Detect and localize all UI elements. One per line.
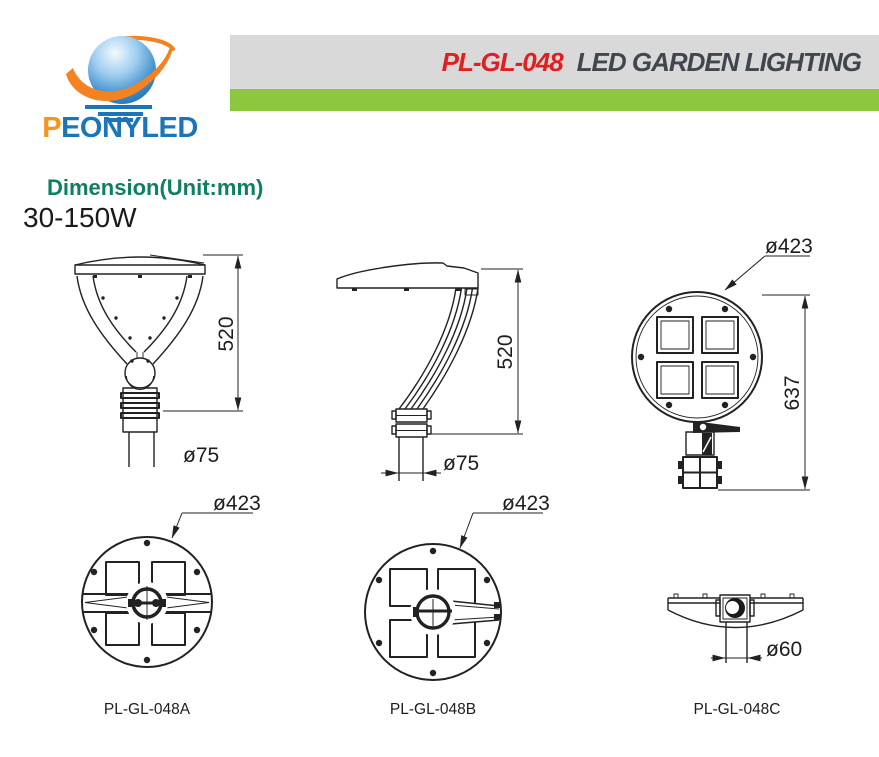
dim-b-height-value: 520: [494, 334, 517, 369]
logo-globe-icon: [66, 35, 175, 122]
lamp-a-bottom-dots: [90, 539, 201, 664]
leader-b-diameter: [459, 512, 543, 549]
lamp-c-screw-dots: [637, 305, 757, 409]
lamp-c-mount-highlight: [702, 436, 712, 453]
logo-brand-text: PEONYLED: [40, 112, 200, 145]
lamp-b-bottom-outline: [364, 543, 502, 681]
drawing-side-view-a: 520 ø75: [74, 254, 243, 467]
drawing-side-view-b: 520 ø75: [336, 262, 523, 481]
lamp-b-hub-detail: [413, 599, 452, 626]
dim-a-diameter-value: ø423: [213, 492, 261, 515]
dim-c-height-value: 637: [781, 375, 804, 410]
dim-c-height: [718, 294, 810, 491]
caption-model-b: PL-GL-048B: [390, 701, 476, 718]
lamp-b-arm-mask: [451, 601, 499, 624]
lamp-c-mount: [678, 421, 740, 484]
lamp-c-bottom-outline: [667, 593, 804, 663]
drawing-bottom-view-b: ø423 PL-GL-048B: [364, 492, 550, 718]
dim-c-bottom-diameter-value: ø60: [766, 638, 802, 661]
drawing-front-view-c: ø423 637: [631, 235, 813, 491]
lamp-b-bottom-dots: [375, 547, 500, 677]
lamp-c-outline: [631, 291, 763, 489]
header-banner: PL-GL-048 LED GARDEN LIGHTING: [230, 35, 879, 89]
lamp-a-outline: [74, 254, 206, 467]
lamp-b-arm-lines: [450, 600, 500, 625]
lamp-a-dots: [93, 275, 192, 363]
dim-b-pole-diameter: ø75: [443, 452, 479, 475]
lamp-b-dots: [352, 288, 461, 291]
leader-c-diameter: [724, 255, 810, 291]
dim-b-height: [431, 268, 523, 435]
product-title: LED GARDEN LIGHTING: [576, 46, 862, 77]
dim-a-pole-diameter: ø75: [183, 444, 219, 467]
lamp-b-outline: [336, 262, 479, 481]
dimension-unit-label: Dimension(Unit:mm): [47, 175, 264, 200]
drawing-bottom-view-a: ø423 PL-GL-048A: [81, 492, 261, 718]
logo-brand-rest: EONYLED: [61, 112, 198, 144]
logo-brand-first-letter: P: [42, 112, 62, 144]
dim-a-height: [163, 254, 243, 412]
model-number: PL-GL-048: [441, 46, 564, 77]
lamp-a-bottom-outline: [81, 536, 213, 668]
dim-c-diameter-value: ø423: [765, 235, 813, 258]
drawing-bottom-view-c: ø60 PL-GL-048C: [667, 593, 804, 718]
leader-a-diameter: [171, 512, 253, 539]
wattage-range: 30-150W: [23, 202, 137, 233]
caption-model-a: PL-GL-048A: [104, 701, 191, 718]
dim-a-height-value: 520: [215, 316, 238, 351]
lamp-c-hinge-bolt: [699, 423, 707, 431]
header-green-bar: [230, 89, 879, 111]
dim-b-diameter-value: ø423: [502, 492, 550, 515]
caption-model-c: PL-GL-048C: [693, 701, 780, 718]
